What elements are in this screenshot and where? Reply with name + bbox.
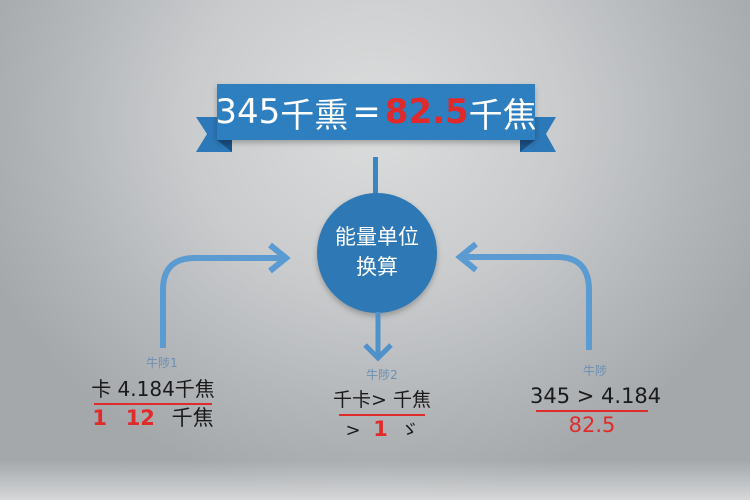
banner-equals: = bbox=[352, 92, 381, 132]
step-1-equation: 卡 4.184千焦 bbox=[91, 377, 215, 401]
step-1-result: 1 12 千焦 bbox=[92, 406, 214, 430]
step-2-result: > 1 ゞ bbox=[345, 417, 419, 441]
background-glow bbox=[0, 460, 750, 500]
step-3-equation: 345 > 4.184 bbox=[530, 384, 662, 408]
down-arrow-icon bbox=[363, 312, 393, 362]
banner-left-unit: 千熏 bbox=[280, 95, 349, 136]
center-node-line2: 换算 bbox=[356, 255, 398, 279]
center-node-line1: 能量单位 bbox=[335, 225, 419, 249]
center-node-circle bbox=[317, 193, 437, 313]
step-3: 牛陟 345 > 4.184 82.5 bbox=[530, 364, 662, 438]
step-1-divider bbox=[94, 403, 212, 405]
step-2-equation: 千卡> 千焦 bbox=[333, 389, 431, 411]
left-curved-arrow-icon bbox=[160, 242, 291, 348]
step-3-label: 牛陟 bbox=[582, 364, 607, 378]
banner-result-value: 82.5 bbox=[384, 92, 469, 132]
step-2: 牛陟2 千卡> 千焦 > 1 ゞ bbox=[328, 368, 436, 444]
center-node-label: 能量单位 换算 bbox=[317, 222, 437, 282]
step-1: 牛陟1 卡 4.184千焦 1 12 千焦 bbox=[88, 356, 218, 431]
step-2-divider bbox=[339, 414, 425, 416]
step-2-label: 牛陟2 bbox=[366, 368, 398, 382]
step-1-label: 牛陟1 bbox=[146, 356, 178, 370]
banner-result-unit: 千焦 bbox=[468, 95, 537, 136]
banner-connector-line bbox=[373, 157, 378, 197]
banner-title: 345 千熏 = 82.5 千焦 bbox=[215, 84, 537, 140]
ribbon-banner bbox=[217, 84, 535, 140]
right-curved-arrow-icon bbox=[455, 241, 592, 350]
step-3-divider bbox=[536, 410, 648, 412]
step-3-result: 82.5 bbox=[568, 413, 616, 437]
banner-left-value: 345 bbox=[215, 92, 281, 132]
